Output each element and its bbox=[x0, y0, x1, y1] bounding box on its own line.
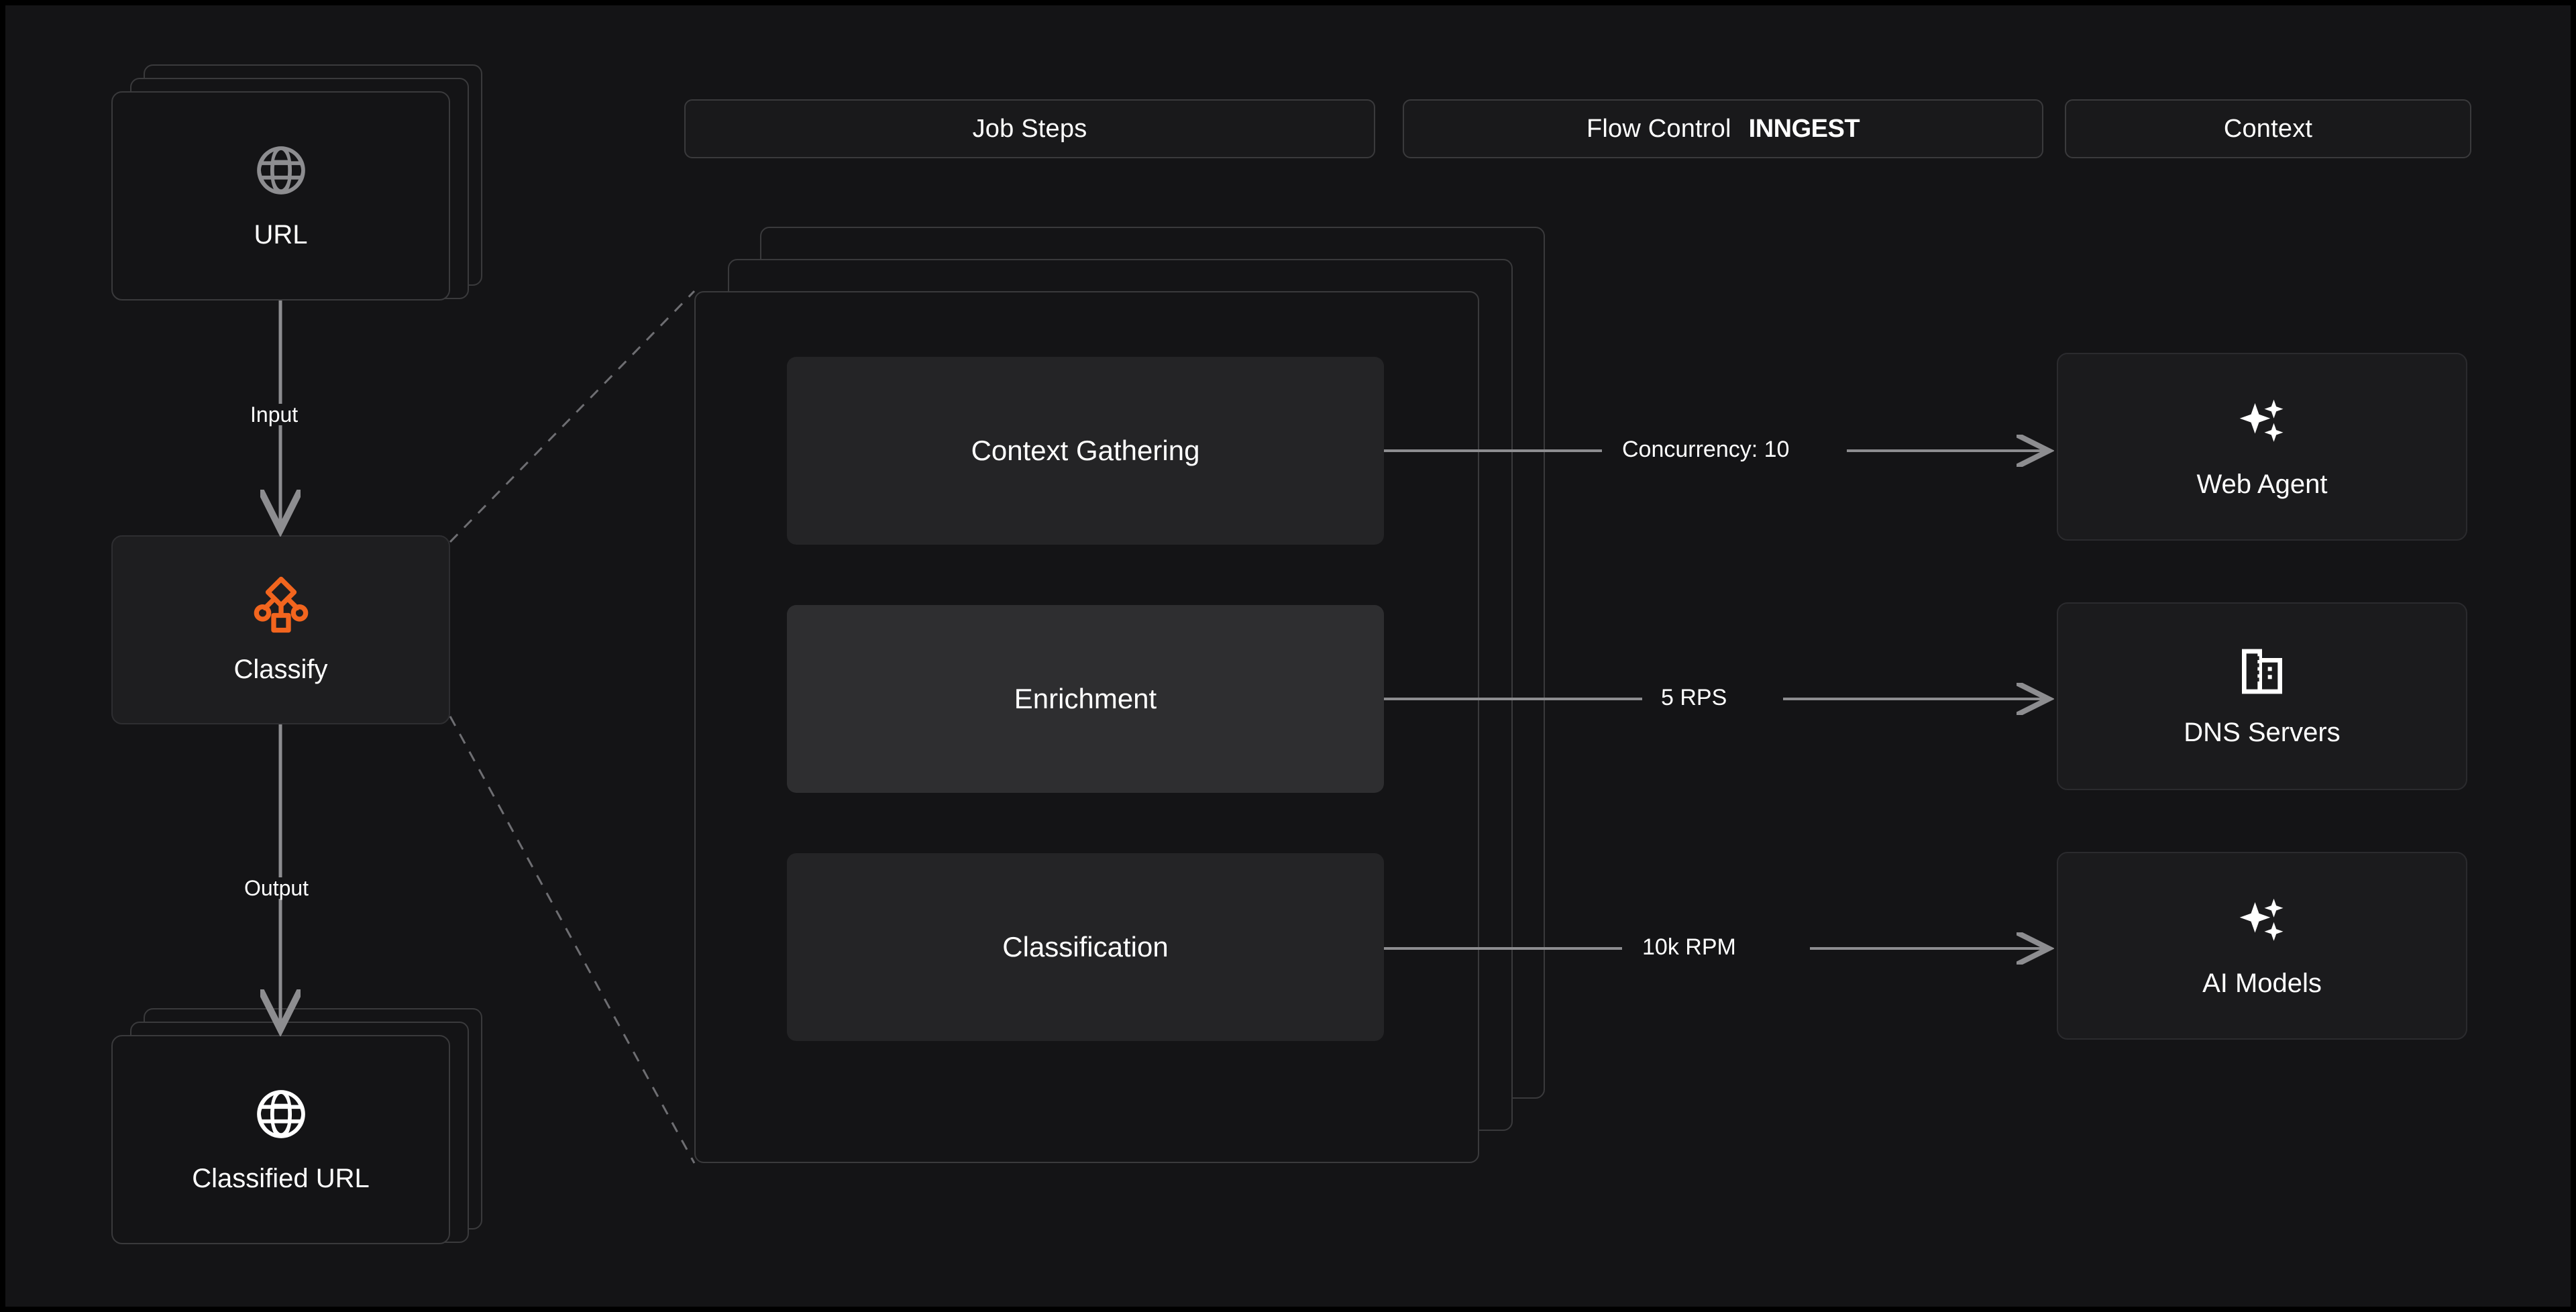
node-classify-label: Classify bbox=[233, 655, 328, 684]
job-step-label: Context Gathering bbox=[971, 435, 1200, 466]
job-step-classification[interactable]: Classification bbox=[787, 853, 1384, 1041]
tab-context[interactable]: Context bbox=[2065, 99, 2471, 158]
context-card-ai-models[interactable]: AI Models bbox=[2057, 852, 2467, 1040]
edge-label-output: Output bbox=[232, 877, 321, 899]
tab-flow-control[interactable]: Flow Control INNGEST bbox=[1403, 99, 2043, 158]
job-step-label: Classification bbox=[1002, 931, 1169, 963]
node-classified-url[interactable]: Classified URL bbox=[111, 1035, 450, 1244]
flow-label-concurrency: Concurrency: 10 bbox=[1610, 438, 1802, 461]
globe-icon bbox=[252, 1085, 310, 1146]
job-step-context-gathering[interactable]: Context Gathering bbox=[787, 357, 1384, 545]
inngest-logotype: INNGEST bbox=[1748, 114, 1860, 143]
job-step-label: Enrichment bbox=[1014, 683, 1157, 714]
tab-context-label: Context bbox=[2223, 114, 2313, 143]
workflow-nodes-icon bbox=[252, 575, 311, 637]
context-card-dns-servers[interactable]: DNS Servers bbox=[2057, 602, 2467, 790]
context-card-web-agent[interactable]: Web Agent bbox=[2057, 353, 2467, 541]
office-building-icon bbox=[2235, 645, 2289, 702]
context-card-label: DNS Servers bbox=[2184, 718, 2341, 747]
diagram-canvas: Job Steps Flow Control INNGEST Context U… bbox=[5, 5, 2571, 1307]
context-card-label: Web Agent bbox=[2196, 470, 2328, 499]
sparkles-icon bbox=[2234, 394, 2290, 453]
context-card-label: AI Models bbox=[2202, 969, 2322, 998]
tab-job-steps[interactable]: Job Steps bbox=[684, 99, 1375, 158]
flow-label-rps: 5 RPS bbox=[1649, 686, 1739, 709]
flow-label-rpm: 10k RPM bbox=[1630, 936, 1748, 959]
tab-job-steps-label: Job Steps bbox=[972, 114, 1087, 143]
edge-label-input: Input bbox=[238, 404, 311, 425]
node-url-label: URL bbox=[254, 220, 308, 250]
job-step-enrichment[interactable]: Enrichment bbox=[787, 605, 1384, 793]
globe-icon bbox=[252, 142, 310, 203]
node-classify[interactable]: Classify bbox=[111, 535, 450, 724]
node-classified-url-label: Classified URL bbox=[192, 1164, 370, 1193]
sparkles-icon bbox=[2234, 893, 2290, 952]
tab-flow-control-label: Flow Control bbox=[1586, 114, 1731, 143]
node-url[interactable]: URL bbox=[111, 91, 450, 300]
